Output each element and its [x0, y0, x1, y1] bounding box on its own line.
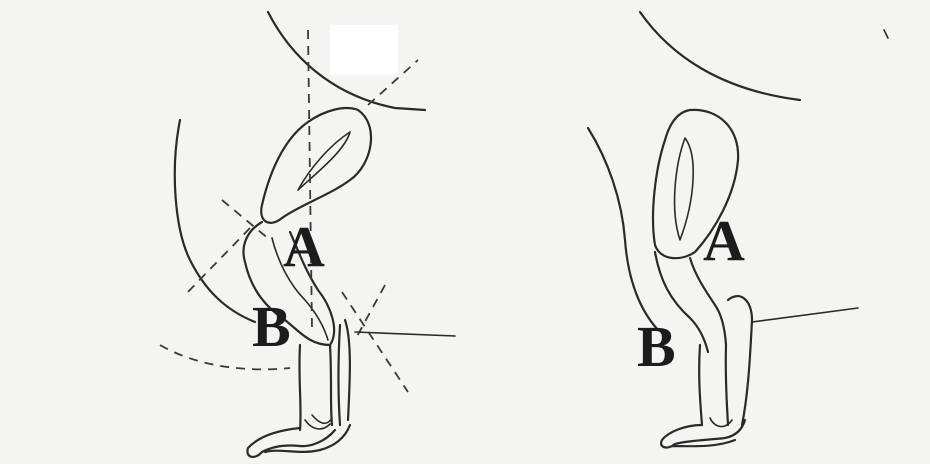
- left-white-patch: [330, 25, 398, 75]
- right-flank-contour: [588, 128, 658, 330]
- left-dashed-diagonal-knee: [185, 200, 270, 295]
- left-thigh-inner: [298, 132, 350, 190]
- right-paw: [661, 420, 745, 447]
- left-paw: [247, 425, 350, 457]
- right-body-contour: [640, 12, 800, 100]
- right-pointer-line: [752, 308, 858, 322]
- left-dashed-diagonal-hock: [342, 285, 408, 392]
- left-thigh: [261, 108, 371, 223]
- left-tarsus: [299, 320, 349, 430]
- right-thigh-inner: [675, 138, 694, 240]
- right-label-b: B: [637, 318, 676, 376]
- left-paw-toes: [305, 415, 332, 429]
- right-tarsus: [699, 296, 752, 425]
- left-label-b: B: [252, 298, 291, 356]
- left-label-a: A: [283, 218, 325, 276]
- right-stray-mark: [884, 30, 888, 38]
- left-flank-contour: [175, 120, 255, 322]
- right-label-a: A: [703, 212, 745, 270]
